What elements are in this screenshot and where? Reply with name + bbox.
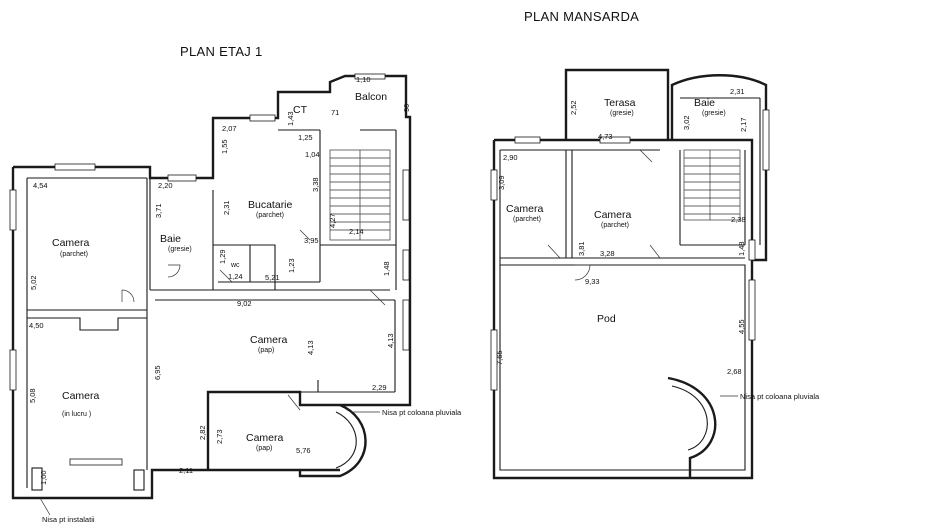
dim: 1,48 [737, 241, 746, 256]
dim: 5,02 [29, 275, 38, 290]
etaj-room-ct: CT [293, 104, 308, 116]
mansarda-room-baie: Baie [694, 97, 715, 109]
mansarda-dimensions: 2,52 4,73 2,31 3,02 2,17 2,90 3,09 2,38 … [495, 87, 748, 376]
etaj-room-camera-left-finish: (parchet) [60, 251, 88, 258]
mansarda-inner-walls [499, 97, 761, 471]
dim: 4,13 [386, 333, 395, 348]
dim: 3,02 [682, 115, 691, 130]
dim: 2,68 [727, 367, 742, 376]
dim: 1,24 [228, 272, 243, 281]
plan-mansarda: PLAN MANSARDA [490, 9, 820, 480]
etaj-room-bucatarie: Bucatarie [248, 199, 293, 211]
etaj-staircase [329, 149, 391, 241]
etaj-door-swings [121, 229, 386, 411]
etaj-room-camera-center-finish: (pap) [258, 347, 274, 354]
dim: 3,38 [311, 177, 320, 192]
dim: 4,50 [29, 321, 44, 330]
plan-etaj-title: PLAN ETAJ 1 [180, 44, 263, 59]
etaj-room-camera-small: Camera [246, 432, 284, 444]
dim: 5,08 [28, 388, 37, 403]
etaj-room-camera-lucru-finish: (in lucru ) [62, 411, 91, 418]
dim: 3,71 [154, 203, 163, 218]
etaj-dimensions: 4,54 2,20 5,02 3,71 2,07 1,55 2,31 1,43 … [28, 75, 411, 485]
etaj-room-camera-lucru: Camera [62, 390, 100, 402]
dim: 7,65 [495, 350, 504, 365]
mansarda-note-nisa-coloana: Nisa pt coloana pluviala [740, 392, 820, 401]
mansarda-room-terasa: Terasa [604, 97, 636, 109]
dim: 3,95 [304, 236, 319, 245]
dim: 4,13 [306, 340, 315, 355]
mansarda-bay-niche [667, 376, 717, 478]
etaj-windows [9, 73, 410, 466]
dim: 1,04 [305, 150, 320, 159]
mansarda-room-terasa-finish: (gresie) [610, 110, 634, 117]
dim: 4,54 [33, 181, 48, 190]
dim: 71 [331, 108, 339, 117]
etaj-room-camera-small-finish: (pap) [256, 445, 272, 452]
dim: 2,82 [198, 425, 207, 440]
etaj-room-camera-left: Camera [52, 237, 90, 249]
mansarda-room-camera-right: Camera [594, 209, 632, 221]
etaj-room-bucatarie-finish: (parchet) [256, 212, 284, 219]
etaj-note-nisa-instalatii: Nisa pt instalatii [42, 515, 95, 524]
dim: 3,09 [497, 175, 506, 190]
etaj-room-camera-center: Camera [250, 334, 288, 346]
dim: 2,52 [569, 100, 578, 115]
dim: 1,29 [218, 249, 227, 264]
dim: 3,81 [577, 241, 586, 256]
mansarda-outer-wall [492, 138, 754, 480]
dim: 6,95 [153, 365, 162, 380]
dim: 1,25 [298, 133, 313, 142]
dim: 2,20 [158, 181, 173, 190]
dim: 2,73 [215, 429, 224, 444]
dim: 2,11 [179, 466, 193, 475]
mansarda-room-pod: Pod [597, 313, 616, 325]
etaj-outer-wall [11, 74, 412, 500]
mansarda-room-camera-left: Camera [506, 203, 544, 215]
dim: 1,43 [286, 111, 295, 126]
dim: 1,23 [287, 258, 296, 273]
mansarda-room-camera-left-finish: (parchet) [513, 216, 541, 223]
mansarda-room-baie-finish: (gresie) [702, 110, 726, 117]
plan-mansarda-title: PLAN MANSARDA [524, 9, 639, 24]
dim: 2,31 [730, 87, 745, 96]
dim: 1,10 [356, 75, 371, 84]
dim: 1,00 [39, 470, 48, 485]
dim: 2,38 [731, 215, 746, 224]
etaj-room-baie: Baie [160, 233, 181, 245]
mansarda-room-camera-right-finish: (parchet) [601, 222, 629, 229]
dim: 4,27 [328, 213, 337, 228]
dim: 90 [402, 104, 411, 112]
dim: 5,21 [265, 273, 280, 282]
etaj-room-balcon: Balcon [355, 91, 387, 103]
etaj-note-nisa-coloana: Nisa pt coloana pluviala [382, 408, 462, 417]
dim: 1,55 [220, 139, 229, 154]
dim: 5,76 [296, 446, 311, 455]
etaj-room-wc: wc [230, 262, 240, 269]
dim: 2,17 [739, 117, 748, 132]
plan-etaj-1: PLAN ETAJ 1 [9, 44, 462, 524]
dim: 3,28 [600, 249, 615, 258]
dim: 4,73 [598, 132, 613, 141]
mansarda-staircase [683, 149, 741, 221]
mansarda-door-swings [547, 149, 661, 281]
dim: 2,07 [222, 124, 237, 133]
dim: 1,48 [382, 261, 391, 276]
dim: 9,33 [585, 277, 600, 286]
dim: 4,55 [737, 319, 746, 334]
etaj-room-baie-finish: (gresie) [168, 246, 192, 253]
dim: 2,90 [503, 153, 518, 162]
nisa-instalatii-box [31, 467, 43, 491]
mansarda-windows [490, 109, 770, 391]
etaj-inner-walls [26, 129, 397, 488]
dim: 2,14 [349, 227, 364, 236]
dim: 2,31 [222, 200, 231, 215]
dim: 9,02 [237, 299, 252, 308]
dim: 2,29 [372, 383, 387, 392]
